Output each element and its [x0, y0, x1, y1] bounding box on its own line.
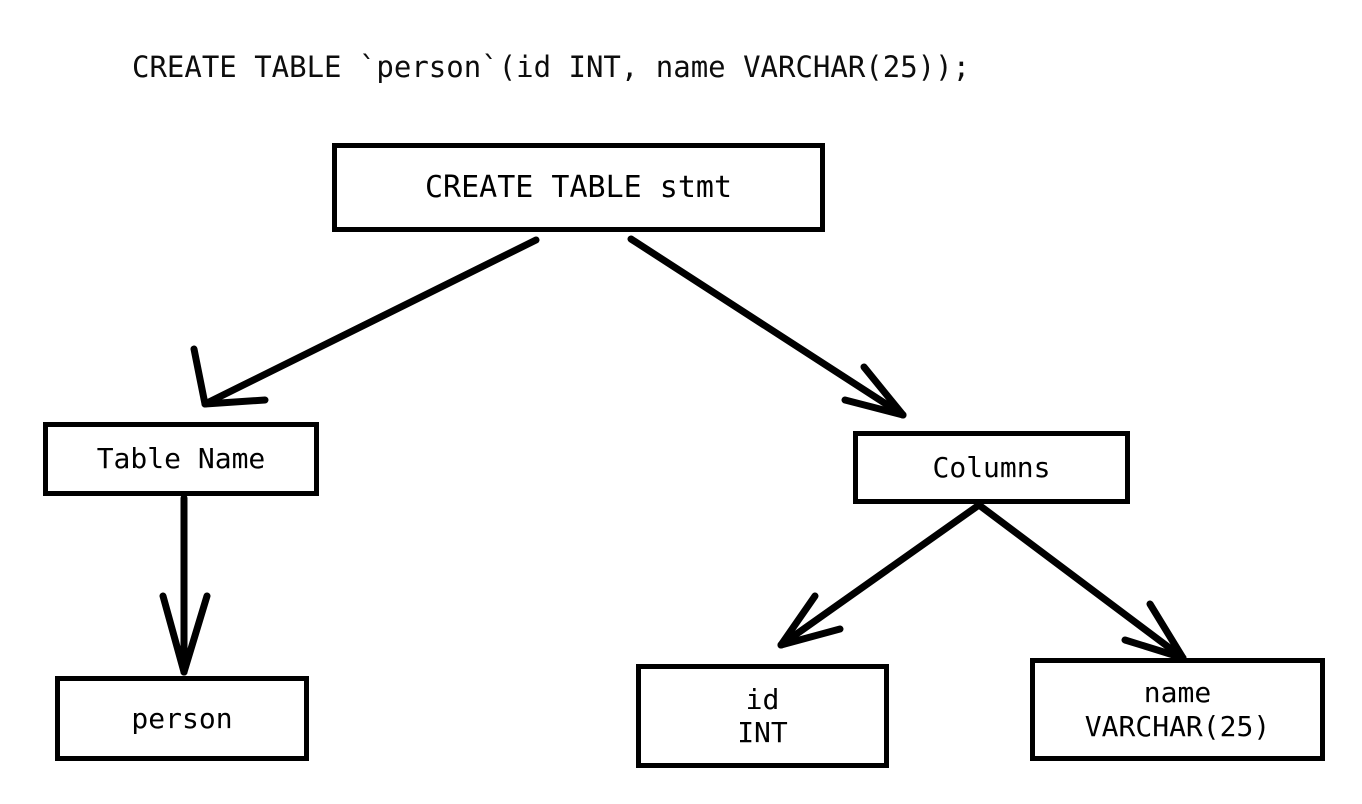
- node-label-name: id: [745, 682, 780, 716]
- sql-statement-caption: CREATE TABLE `person`(id INT, name VARCH…: [132, 50, 971, 84]
- node-label: person: [131, 701, 233, 735]
- node-label-type: VARCHAR(25): [1084, 709, 1271, 743]
- node-label: CREATE TABLE stmt: [424, 169, 733, 205]
- node-label: Columns: [932, 450, 1051, 484]
- edge-columns-to-column-id: [777, 501, 983, 649]
- node-person-value[interactable]: person: [55, 676, 309, 761]
- edge-root-to-columns: [627, 235, 907, 419]
- node-label-name: name: [1143, 676, 1212, 710]
- edge-table-name-to-person: [159, 494, 211, 676]
- node-table-name[interactable]: Table Name: [43, 422, 319, 496]
- edge-root-to-table-name: [190, 236, 540, 408]
- node-column-name[interactable]: name VARCHAR(25): [1030, 658, 1325, 761]
- node-column-id[interactable]: id INT: [636, 664, 889, 768]
- node-label-type: INT: [737, 716, 788, 749]
- edge-columns-to-column-name: [975, 501, 1187, 662]
- node-create-table-stmt[interactable]: CREATE TABLE stmt: [332, 143, 825, 232]
- node-label: Table Name: [96, 442, 266, 476]
- node-columns[interactable]: Columns: [853, 431, 1130, 504]
